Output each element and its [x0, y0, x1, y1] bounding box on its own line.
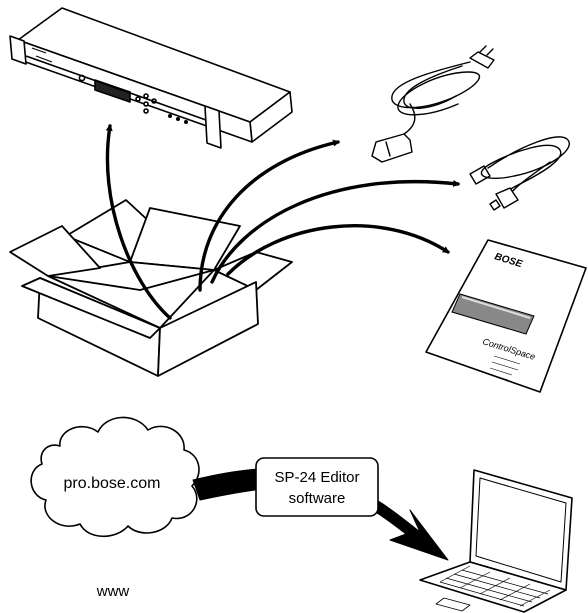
unpack-arrows	[105, 123, 461, 320]
software-label-line1: SP-24 Editor	[274, 469, 359, 486]
software-label: SP-24 Editor software	[255, 457, 379, 517]
open-box-icon	[9, 199, 293, 377]
arrow-to-power-cord	[198, 139, 341, 292]
software-label-line2: software	[289, 490, 346, 507]
arrow-to-rack	[105, 123, 172, 320]
cloud-icon: pro.bose.com	[30, 416, 200, 537]
www-caption: www	[96, 583, 130, 600]
laptop-icon	[419, 469, 573, 613]
power-cord-icon	[371, 45, 495, 163]
usb-cable-icon	[469, 136, 570, 211]
arrow-to-manual	[226, 224, 450, 276]
arrow-to-usb-cable	[210, 179, 461, 284]
owners-guide-icon: BOSE ControlSpace	[425, 239, 587, 393]
cloud-url-text: pro.bose.com	[64, 475, 161, 492]
rack-processor-icon	[9, 7, 293, 149]
